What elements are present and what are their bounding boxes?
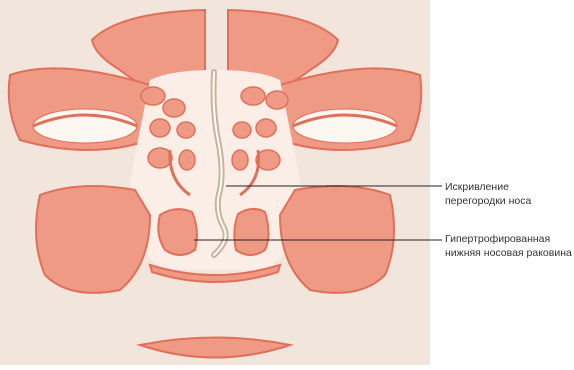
label-hypertrophied-turbinate-line2: нижняя носовая раковина xyxy=(445,246,572,260)
label-deviated-septum: Искривление перегородки носа xyxy=(445,180,531,208)
maxillary-sinus-left xyxy=(36,186,150,293)
maxillary-sinus-right xyxy=(280,186,394,293)
label-deviated-septum-line2: перегородки носа xyxy=(445,194,531,208)
inferior-turbinate-right xyxy=(234,209,268,255)
inferior-turbinate-left xyxy=(158,209,197,255)
label-hypertrophied-turbinate: Гипертрофированная нижняя носовая ракови… xyxy=(445,232,572,260)
label-hypertrophied-turbinate-line1: Гипертрофированная xyxy=(445,232,572,246)
label-deviated-septum-line1: Искривление xyxy=(445,180,531,194)
